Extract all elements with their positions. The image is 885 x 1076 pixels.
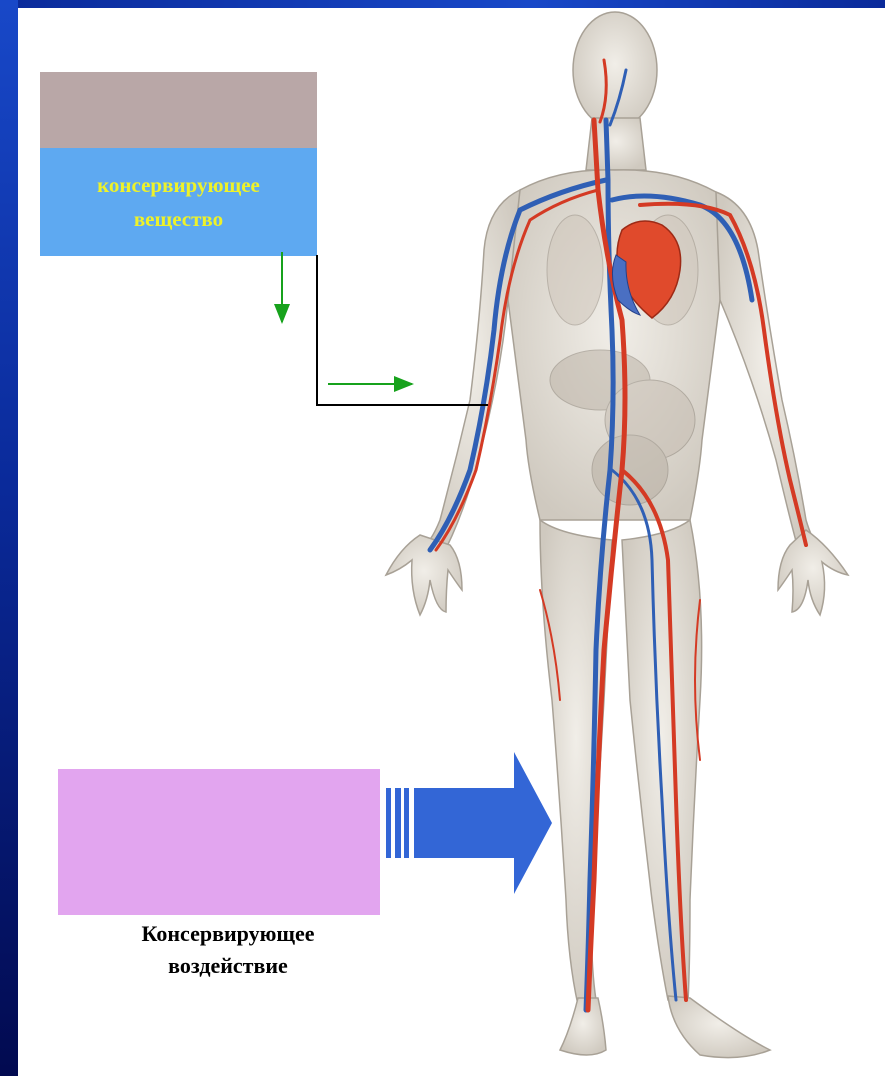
injection-line <box>317 255 488 405</box>
human-figure-illustration <box>386 12 848 1058</box>
big-striped-arrow-icon <box>386 752 552 894</box>
